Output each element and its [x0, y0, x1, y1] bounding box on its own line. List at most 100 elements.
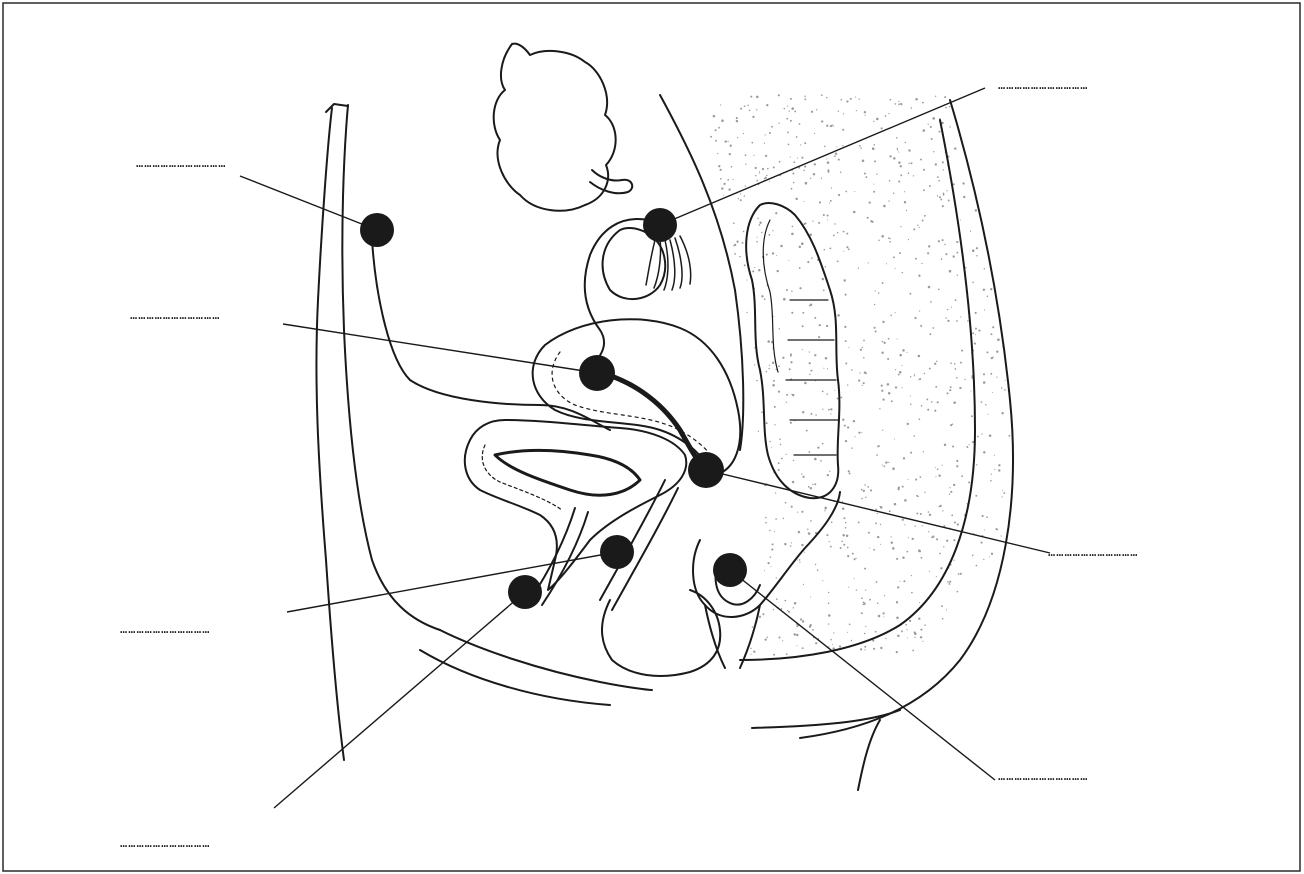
stipple-dot — [961, 350, 963, 352]
intestine-tail — [590, 170, 632, 193]
stipple-dot — [938, 240, 940, 242]
stipple-dot — [907, 479, 908, 480]
stipple-dot — [838, 110, 839, 111]
stipple-dot — [831, 124, 833, 126]
stipple-dot — [1001, 535, 1002, 536]
stipple-dot — [945, 317, 946, 318]
stipple-dot — [890, 315, 892, 317]
stipple-dot — [812, 629, 814, 631]
stipple-dot — [954, 363, 956, 365]
stipple-dot — [811, 370, 813, 372]
stipple-dot — [888, 338, 890, 340]
stipple-dot — [981, 401, 983, 403]
stipple-dot — [732, 179, 733, 180]
stipple-dot — [779, 439, 781, 441]
stipple-dot — [943, 169, 944, 170]
stipple-dot — [808, 486, 810, 488]
stipple-dot — [953, 183, 955, 185]
stipple-dot — [996, 376, 997, 377]
stipple-dot — [910, 396, 911, 397]
label-blank-right[interactable]: …………………………… — [1048, 545, 1138, 559]
stipple-dot — [845, 340, 847, 342]
stipple-dot — [784, 108, 786, 110]
stipple-dot — [1001, 412, 1003, 414]
stipple-dot — [849, 473, 851, 475]
stipple-dot — [758, 269, 760, 271]
stipple-dot — [791, 107, 794, 110]
stipple-dot — [891, 400, 893, 402]
stipple-dot — [822, 391, 824, 393]
stipple-dot — [898, 180, 900, 182]
stipple-dot — [911, 162, 913, 164]
stipple-dot — [898, 487, 900, 489]
stipple-dot — [809, 351, 810, 352]
stipple-dot — [794, 633, 796, 635]
stipple-dot — [991, 553, 993, 555]
stipple-dot — [794, 110, 796, 112]
stipple-dot — [955, 368, 957, 370]
stipple-dot — [911, 592, 913, 594]
stipple-dot — [779, 161, 781, 163]
stipple-dot — [846, 246, 848, 248]
stipple-dot — [953, 401, 956, 404]
stipple-dot — [881, 385, 883, 387]
stipple-dot — [970, 390, 971, 391]
stipple-dot — [967, 320, 969, 322]
label-blank-upper-left[interactable]: …………………………… — [136, 156, 226, 170]
stipple-dot — [776, 598, 778, 600]
stipple-dot — [790, 355, 792, 357]
stipple-dot — [947, 581, 949, 583]
stipple-dot — [765, 134, 766, 135]
label-blank-mid-left[interactable]: …………………………… — [130, 308, 220, 322]
stipple-dot — [752, 270, 754, 272]
stipple-dot — [856, 110, 857, 111]
stipple-dot — [847, 426, 849, 428]
stipple-dot — [823, 368, 824, 369]
stipple-dot — [875, 508, 877, 510]
stipple-dot — [814, 133, 815, 134]
stipple-dot — [912, 650, 914, 652]
label-blank-bottom-right[interactable]: …………………………… — [998, 769, 1088, 783]
stipple-dot — [922, 525, 923, 526]
stipple-dot — [734, 244, 736, 246]
stipple-dot — [991, 473, 992, 474]
stipple-dot — [914, 632, 917, 635]
stipple-dot — [800, 618, 802, 620]
stipple-dot — [772, 252, 774, 254]
stipple-dot — [943, 546, 944, 547]
label-blank-lower-left[interactable]: …………………………… — [120, 622, 210, 636]
stipple-dot — [983, 381, 986, 384]
stipple-dot — [897, 338, 898, 339]
stipple-dot — [921, 557, 923, 559]
stipple-dot — [868, 262, 869, 263]
stipple-dot — [759, 616, 761, 618]
stipple-dot — [775, 518, 777, 520]
stipple-dot — [865, 497, 866, 498]
stipple-dot — [880, 524, 881, 525]
stipple-dot — [912, 538, 914, 540]
stipple-dot — [949, 270, 952, 273]
label-blank-bottom-left[interactable]: …………………………… — [120, 836, 210, 850]
stipple-dot — [965, 267, 966, 268]
stipple-dot — [992, 326, 994, 328]
stipple-dot — [914, 375, 915, 376]
stipple-dot — [904, 201, 906, 203]
stipple-dot — [799, 246, 801, 248]
stipple-dot — [804, 382, 807, 385]
stipple-dot — [728, 188, 730, 190]
stipple-dot — [858, 432, 860, 434]
stipple-dot — [953, 255, 955, 257]
stipple-dot — [884, 595, 885, 596]
stipple-dot — [801, 473, 802, 474]
stipple-dot — [799, 559, 801, 561]
stipple-dot — [827, 368, 828, 369]
stipple-dot — [882, 465, 883, 466]
stipple-dot — [818, 336, 820, 338]
stipple-dot — [889, 241, 891, 243]
stipple-dot — [809, 362, 811, 364]
stipple-dot — [914, 374, 915, 375]
stipple-dot — [997, 529, 999, 531]
stipple-dot — [811, 257, 813, 259]
label-blank-top-right[interactable]: …………………………… — [998, 78, 1088, 92]
intestine-coil — [494, 44, 616, 211]
